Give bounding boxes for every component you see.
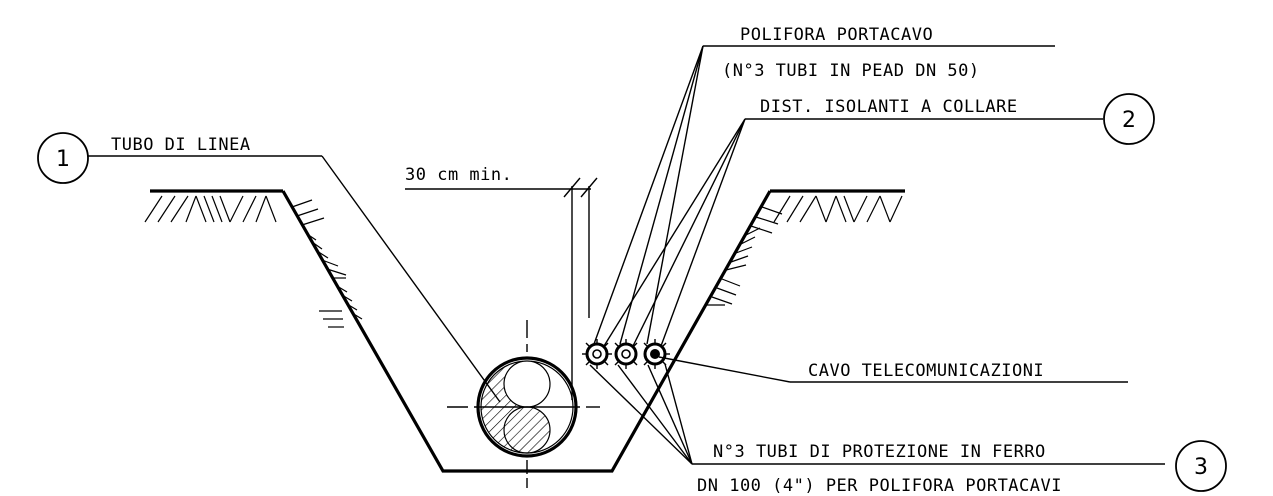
soil-hatch-slope-right — [707, 206, 783, 306]
protection-tube-2 — [614, 339, 638, 369]
leader-protezione — [589, 363, 1165, 465]
marker-3: 3 — [1175, 440, 1227, 492]
cavo-telecom-label: CAVO TELECOMUNICAZIONI — [808, 361, 1044, 381]
protection-tube-1 — [582, 339, 612, 369]
marker-2: 2 — [1103, 93, 1155, 145]
polifora-label: POLIFORA PORTACAVO — [740, 25, 933, 45]
dist-isolanti-label: DIST. ISOLANTI A COLLARE — [760, 97, 1018, 117]
pipe-centerlines — [447, 320, 600, 488]
leader-tubo-linea — [88, 155, 501, 403]
marker-1: 1 — [37, 132, 89, 184]
soil-hatch-top-right — [773, 195, 903, 223]
leader-dist-isolanti — [603, 118, 1103, 347]
marker-3-label: 3 — [1194, 455, 1208, 480]
leader-cavo — [658, 356, 1128, 383]
marker-1-label: 1 — [56, 147, 70, 172]
soil-hatch-slope-left — [291, 199, 363, 328]
protezione-label-2: DN 100 (4") PER POLIFORA PORTACAVI — [697, 476, 1062, 496]
marker-2-label: 2 — [1122, 108, 1136, 133]
leader-polifora — [593, 45, 1055, 345]
protection-tubes — [582, 339, 670, 369]
soil-hatch-top-left — [144, 195, 277, 223]
protection-tube-3 — [643, 339, 670, 369]
min-distance-label: 30 cm min. — [405, 165, 512, 185]
protezione-label-1: N°3 TUBI DI PROTEZIONE IN FERRO — [713, 442, 1046, 462]
tubo-linea-label: TUBO DI LINEA — [111, 135, 251, 155]
tubi-pead-label: (N°3 TUBI IN PEAD DN 50) — [722, 61, 980, 81]
min-distance-dimension: 30 cm min. — [405, 165, 598, 400]
